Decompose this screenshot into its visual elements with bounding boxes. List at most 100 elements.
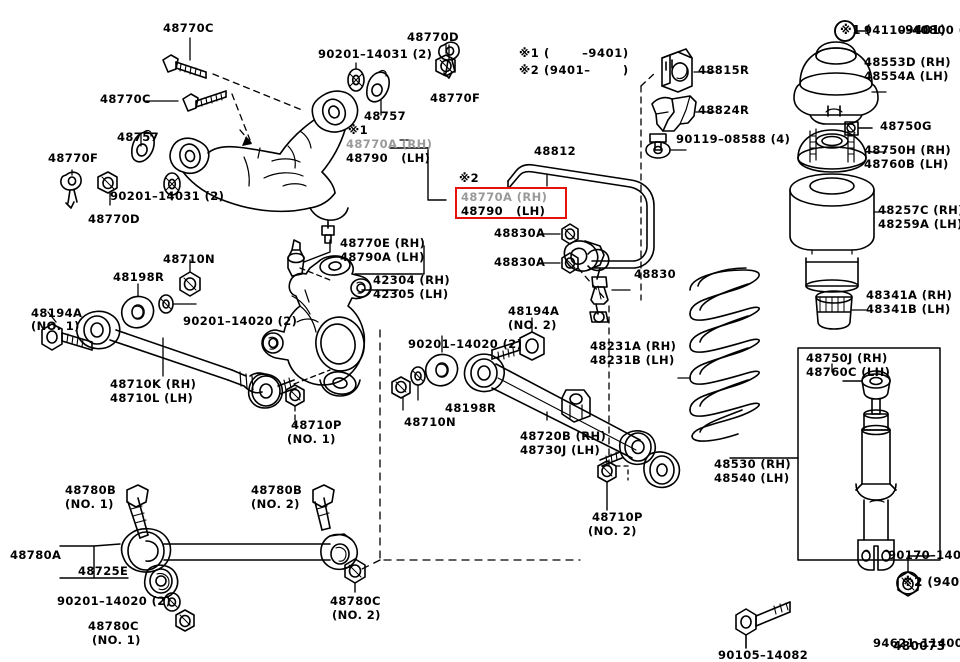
bolt-90119-08588-shape xyxy=(645,133,671,159)
figure-number: 480073 xyxy=(893,639,946,653)
bolt-48780b-no2-shape xyxy=(312,484,335,531)
part-label-48750g: 48750G xyxy=(880,119,932,133)
part-label-48830: 48830 xyxy=(634,267,677,281)
part-label-48194a-no2: 48194A xyxy=(508,304,560,318)
part-label-48710k-rh: 48710K (RH) xyxy=(110,377,197,391)
bushing-48198r-mid-shape xyxy=(424,353,459,387)
part-label-48554a-lh: 48554A (LH) xyxy=(864,69,949,83)
part-label-48194a-no1-sub: (NO. 1) xyxy=(31,319,80,333)
part-label-90170-14006: 90170–14006 xyxy=(888,548,960,562)
highlight-line-2: 48790 (LH) xyxy=(461,203,546,218)
part-label-94110-40800: 94110–40800 (6) xyxy=(864,23,960,37)
part-label-48553d-rh: 48553D (RH) xyxy=(864,55,951,69)
washer-90201-14020-mid-shape xyxy=(410,366,426,386)
part-label-48780b-no2-sub: (NO. 2) xyxy=(251,497,300,511)
shock-absorber-48530-shape xyxy=(855,370,897,571)
part-label-48750j-rh: 48750J (RH) xyxy=(806,351,888,365)
circle-mark-n-letter: ※1 ( –9401) xyxy=(840,23,947,37)
part-label-48194a-no2-sub: (NO. 2) xyxy=(508,318,557,332)
part-label-42305-lh: 42305 (LH) xyxy=(373,287,449,301)
part-label-48540-lh: 48540 (LH) xyxy=(714,471,790,485)
part-label-48824r: 48824R xyxy=(698,103,750,117)
bracket-48757-left-shape xyxy=(131,130,155,163)
part-label-48757-left: 48757 xyxy=(117,130,160,144)
coil-spring-48231a-shape xyxy=(689,267,760,442)
lower-rear-arm-48720b-shape xyxy=(463,353,681,489)
upper-rear-arm-48710k-shape xyxy=(75,310,297,409)
bolt-48194a-no1-shape xyxy=(41,323,93,351)
bolt-48770c-1-shape xyxy=(162,54,207,79)
part-label-94621-11400: 94621–11400 xyxy=(873,636,960,650)
part-label-48710p-no2: 48710P xyxy=(592,510,643,524)
part-label-48780a: 48780A xyxy=(10,548,62,562)
bracket-48757-right-shape xyxy=(366,70,390,103)
part-label-48815r: 48815R xyxy=(698,63,750,77)
nut-48780c-no2-shape xyxy=(344,558,366,584)
part-label-48231b-lh: 48231B (LH) xyxy=(590,353,675,367)
washer-90201-14031-upper-shape xyxy=(347,68,365,92)
highlight-line-1: 48770A (RH) xyxy=(461,190,548,204)
part-label-48770d-left: 48770D xyxy=(88,212,140,226)
part-label-48770a-rh: 48770A (RH) xyxy=(346,137,433,151)
bump-stop-48257c-shape xyxy=(789,173,875,293)
part-label-90201-14020-mid: 90201–14020 (2) xyxy=(408,337,523,351)
strut-support-48553d-shape xyxy=(793,41,879,125)
clip-48770f-left-shape xyxy=(60,171,82,209)
part-label-90201-14020-bottom: 90201–14020 (2) xyxy=(57,594,172,608)
nut-48710n-lower-shape xyxy=(391,376,411,399)
part-label-90119-08588: 90119–08588 (4) xyxy=(676,132,791,146)
bushing-48198r-left-shape xyxy=(120,295,155,329)
part-label-48750h-rh: 48750H (RH) xyxy=(864,143,952,157)
stabilizer-bushing-clamp-shape xyxy=(563,240,605,272)
part-label-48710n-upper: 48710N xyxy=(163,252,216,266)
bushing-48725e-shape xyxy=(143,564,179,599)
part-label-90201-14031-upper: 90201–14031 (2) xyxy=(318,47,433,61)
clamp-48824r-shape xyxy=(651,95,697,132)
part-label-48730j-lh: 48730J (LH) xyxy=(520,443,601,457)
part-label-90201-14031-lower: 90201–14031 (2) xyxy=(110,189,225,203)
highlighted-part-box[interactable]: 48770A (RH) 48790 (LH) xyxy=(455,187,567,219)
rear-axle-carrier-shape xyxy=(261,255,372,397)
part-label-48341a-rh: 48341A (RH) xyxy=(866,288,953,302)
part-label-48790a-lh: 48790A (LH) xyxy=(340,250,425,264)
part-label-48780c-no1: 48780C xyxy=(88,619,139,633)
part-label-48760c-lh: 48760C (LH) xyxy=(806,365,891,379)
stabilizer-link-48830-shape xyxy=(587,248,610,323)
bolt-90105-14082-shape xyxy=(735,601,791,649)
upper-control-arm-shape xyxy=(169,90,359,244)
nut-48710n-upper-shape xyxy=(179,271,201,297)
part-label-90105-14082: 90105–14082 xyxy=(718,648,809,662)
part-label-48760b-lh: 48760B (LH) xyxy=(864,157,949,171)
part-label-48259a-lh: 48259A (LH) xyxy=(878,217,960,231)
part-label-48770f-left: 48770F xyxy=(48,151,99,165)
part-label-48770e-rh: 48770E (RH) xyxy=(340,236,426,250)
part-label-48198r-left: 48198R xyxy=(113,270,165,284)
part-label-48710p-no1: 48710P xyxy=(291,418,342,432)
part-label-48780c-no2-sub: (NO. 2) xyxy=(332,608,381,622)
part-label-48780b-no1-sub: (NO. 1) xyxy=(65,497,114,511)
nut-48780c-no1-shape xyxy=(175,609,195,632)
clip-48770f-upper-shape xyxy=(438,41,460,79)
bolt-48780b-no1-shape xyxy=(126,484,149,539)
part-label-48780b-no2: 48780B xyxy=(251,483,303,497)
part-label-48830a-lower: 48830A xyxy=(494,255,546,269)
circle-mark-w-letter: ※2 (9401– ) xyxy=(902,575,960,589)
part-label-48710n-lower: 48710N xyxy=(404,415,457,429)
bolt-48770c-2-shape xyxy=(182,90,227,112)
nut-48830a-upper-shape xyxy=(561,223,579,245)
washer-90201-14031-lower-shape xyxy=(163,172,181,196)
part-label-48790-lh: 48790 (LH) xyxy=(346,151,431,165)
part-label-48530-rh: 48530 (RH) xyxy=(714,457,792,471)
part-label-48770c-lower: 48770C xyxy=(100,92,151,106)
part-label-48710p-no1-sub: (NO. 1) xyxy=(287,432,336,446)
washer-90201-14020-bottom-shape xyxy=(163,592,181,612)
part-label-48780c-no1-sub: (NO. 1) xyxy=(92,633,141,647)
note-mark-1-arm: ※1 xyxy=(348,123,368,137)
part-label-48341b-lh: 48341B (LH) xyxy=(866,302,951,316)
part-label-48257c-rh: 48257C (RH) xyxy=(878,203,960,217)
part-label-48770d-upper: 48770D xyxy=(407,30,459,44)
part-label-48198r-mid: 48198R xyxy=(445,401,497,415)
note-line-2: ※2 (9401– ) xyxy=(519,63,629,77)
part-label-48757-right: 48757 xyxy=(364,109,407,123)
